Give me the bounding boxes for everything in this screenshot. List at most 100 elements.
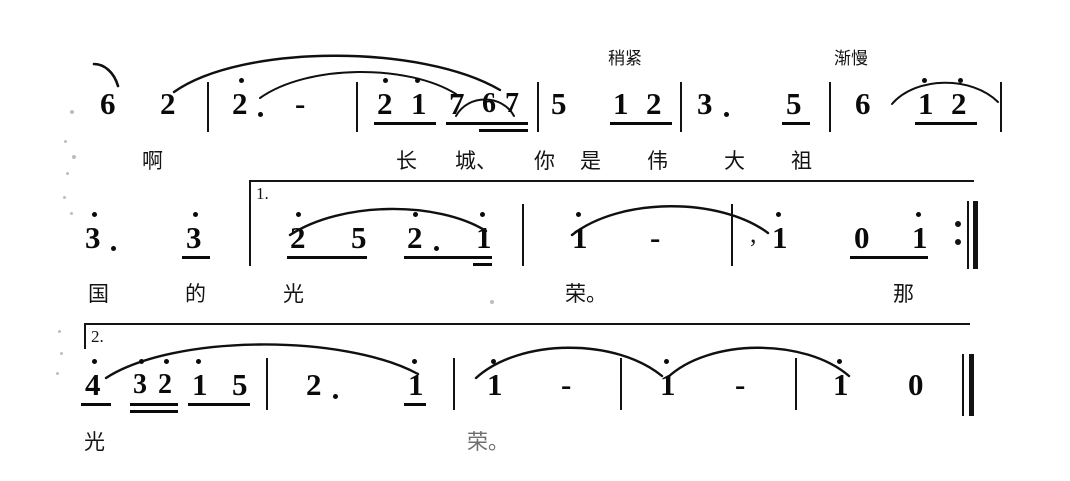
note-3-high-dotted: 3 (85, 220, 101, 255)
slur-5 (288, 207, 488, 237)
octave-dot-above (412, 359, 417, 364)
note-3-high: 3 (133, 369, 147, 400)
volta-label-1: 1. (256, 184, 269, 203)
augmentation-dot (333, 394, 338, 399)
barline (537, 82, 539, 132)
scan-speckle (64, 140, 67, 143)
octave-dot-above (92, 212, 97, 217)
octave-dot-above (296, 212, 301, 217)
lyric-syllable: 光 (283, 282, 304, 306)
note-1-high: 1 (833, 367, 849, 402)
augmentation-dot (111, 246, 116, 251)
note-sustain-dash: - (650, 220, 661, 255)
note-7: 7 (449, 86, 465, 121)
barline (829, 82, 831, 132)
note-4-high: 4 (85, 367, 101, 402)
octave-dot-above (922, 78, 927, 83)
lyric-syllable: 城、 (455, 149, 497, 173)
final-thin-barline (962, 354, 964, 416)
note-2: 2 (160, 86, 176, 121)
note-0-rest: 0 (908, 367, 924, 402)
augmentation-dot (434, 246, 439, 251)
volta-bracket-2 (84, 323, 970, 349)
scan-speckle (63, 196, 66, 199)
scan-speckle (70, 212, 73, 215)
beam-eighth (130, 403, 178, 406)
octave-dot-above (164, 359, 169, 364)
volta-label-2: 2. (91, 327, 104, 346)
slur-3 (455, 98, 515, 117)
repeat-thick-barline (973, 201, 978, 269)
slur-4 (891, 81, 999, 105)
beam-eighth (446, 122, 528, 125)
slur-8 (474, 346, 664, 380)
octave-dot-above (193, 212, 198, 217)
repeat-dot (955, 221, 961, 227)
barline (522, 204, 524, 266)
octave-dot-above (576, 212, 581, 217)
scan-speckle (490, 300, 494, 304)
octave-dot-above (139, 359, 144, 364)
repeat-thin-barline (967, 201, 969, 269)
note-6: 6 (855, 86, 871, 121)
lyric-syllable: 那 (893, 282, 914, 306)
lyric-syllable: 祖 (791, 149, 812, 173)
barline (249, 204, 251, 266)
expression-mark-shaojin: 稍紧 (608, 49, 642, 69)
repeat-dot (955, 239, 961, 245)
beam-eighth (915, 122, 977, 125)
lyric-syllable: 荣。 (565, 282, 607, 306)
note-1-high: 1 (912, 220, 928, 255)
barline (620, 358, 622, 410)
beam-eighth (287, 256, 367, 259)
lyric-syllable: 长 (396, 149, 417, 173)
note-1-high: 1 (408, 367, 424, 402)
octave-dot-above (491, 359, 496, 364)
octave-dot-above (383, 78, 388, 83)
breath-mark-icon (92, 62, 120, 88)
note-1-high: 1 (411, 86, 427, 121)
slur-7 (104, 343, 420, 380)
note-1-high: 1 (476, 220, 492, 255)
octave-dot-above (916, 212, 921, 217)
octave-dot-above (415, 78, 420, 83)
note-3-dotted: 3 (697, 86, 713, 121)
note-2-dotted: 2 (306, 367, 322, 402)
slur-9 (665, 346, 851, 380)
lyric-syllable: 伟 (647, 149, 668, 173)
note-5: 5 (551, 86, 567, 121)
octave-dot-above (239, 78, 244, 83)
scan-speckle (58, 330, 61, 333)
note-1-high: 1 (660, 367, 676, 402)
lyric-syllable: 啊 (142, 149, 163, 173)
barline (356, 82, 358, 132)
lyric-syllable: 大 (724, 149, 745, 173)
note-2: 2 (646, 86, 662, 121)
note-1: 1 (613, 86, 629, 121)
barline (680, 82, 682, 132)
music-system-1: 稍紧 渐慢 6 2 2 - 2 (0, 30, 1070, 180)
note-5: 5 (786, 86, 802, 121)
breath-comma: , (750, 219, 757, 248)
note-sustain-dash: - (295, 86, 306, 121)
scan-speckle (60, 352, 63, 355)
music-system-2: 1. 3 3 2 5 2 1 1 - (0, 175, 1070, 320)
note-6: 6 (482, 88, 496, 119)
note-2-high: 2 (377, 86, 393, 121)
lyric-syllable: 国 (88, 282, 109, 306)
beam-eighth (782, 122, 810, 125)
final-thick-barline (969, 354, 974, 416)
beam-eighth (188, 403, 250, 406)
note-1-high: 1 (772, 220, 788, 255)
barline (266, 358, 268, 410)
beam-eighth (374, 122, 436, 125)
beam-eighth (610, 122, 672, 125)
beam-eighth (404, 256, 492, 259)
note-5: 5 (351, 220, 367, 255)
octave-dot-above (958, 78, 963, 83)
scan-speckle (66, 172, 69, 175)
barline (795, 358, 797, 410)
slur-1 (172, 54, 502, 94)
volta-bracket-1 (249, 180, 974, 206)
